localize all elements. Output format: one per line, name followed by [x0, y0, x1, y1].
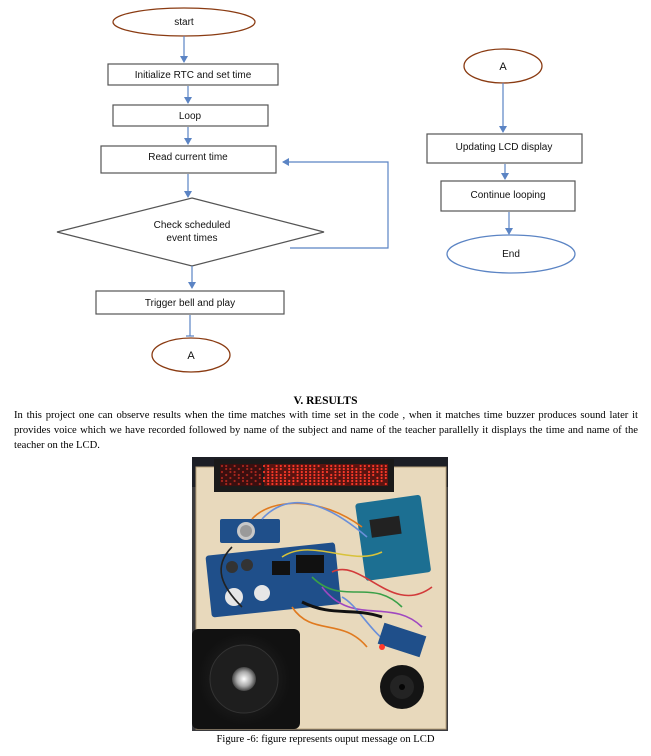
section-heading: V. RESULTS	[293, 395, 358, 407]
loop-back-arrow	[282, 158, 389, 249]
check-events-label-1: Check scheduled	[154, 220, 231, 231]
connector-a-bottom: A	[151, 337, 231, 373]
loop-box: Loop	[112, 104, 269, 127]
continue-looping-label: Continue looping	[470, 190, 545, 201]
update-lcd-label: Updating LCD display	[456, 142, 553, 153]
read-time-label: Read current time	[148, 152, 228, 163]
loop-label: Loop	[179, 111, 202, 122]
update-lcd-box: Updating LCD display	[426, 133, 583, 164]
trigger-bell-box: Trigger bell and play	[95, 290, 285, 315]
connector-a-top-label: A	[499, 61, 507, 73]
connector-a-top: A	[463, 48, 543, 84]
init-rtc-box: Initialize RTC and set time	[107, 63, 279, 86]
continue-looping-box: Continue looping	[440, 180, 576, 212]
read-time-box: Read current time	[100, 145, 277, 174]
end-label: End	[502, 249, 520, 260]
connector-a-bottom-label: A	[187, 350, 195, 362]
figure-caption: Figure -6: figure represents ouput messa…	[216, 734, 435, 745]
start-label: start	[174, 17, 194, 28]
results-paragraph: In this project one can observe results …	[14, 410, 638, 452]
init-rtc-label: Initialize RTC and set time	[135, 70, 252, 81]
speaker	[192, 629, 300, 729]
arduino-board	[355, 495, 431, 581]
end-node: End	[446, 234, 576, 274]
trigger-bell-label: Trigger bell and play	[145, 298, 235, 309]
check-events-decision: Check scheduled event times	[56, 197, 325, 267]
check-events-label-2: event times	[166, 233, 217, 244]
lcd-i2c-module	[377, 622, 427, 658]
flowchart: start Initialize RTC and set time Loop R…	[56, 7, 583, 373]
buzzer	[380, 665, 424, 709]
hardware-photo	[192, 457, 448, 731]
start-node: start	[112, 7, 256, 37]
